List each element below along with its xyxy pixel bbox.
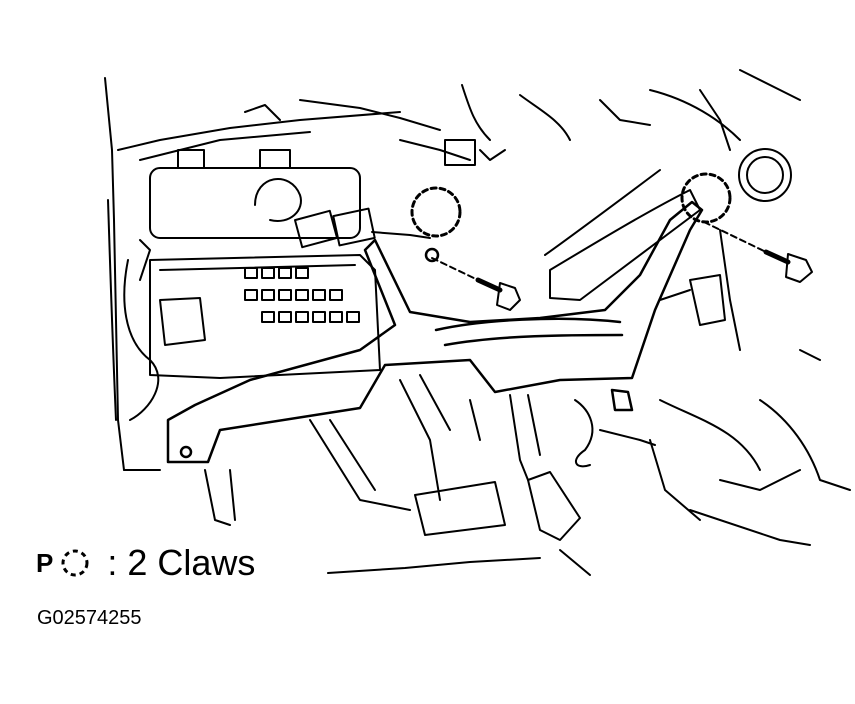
column-cover (544, 169, 701, 301)
right-details (327, 229, 851, 576)
junction-block (149, 254, 381, 379)
figure-code: G02574255 (37, 607, 142, 629)
upper-dash (149, 69, 801, 239)
pedals (204, 374, 581, 541)
legend: P : 2 Claws (36, 538, 255, 588)
bolt-left (431, 257, 521, 311)
legend-symbol-letter: P (36, 547, 54, 578)
legend-text: : 2 Claws (107, 542, 256, 583)
harness (254, 178, 431, 249)
bracket (166, 200, 704, 464)
claw-markers (410, 172, 732, 238)
dashed-circle-icon (61, 549, 89, 577)
bolt-right (703, 221, 813, 283)
